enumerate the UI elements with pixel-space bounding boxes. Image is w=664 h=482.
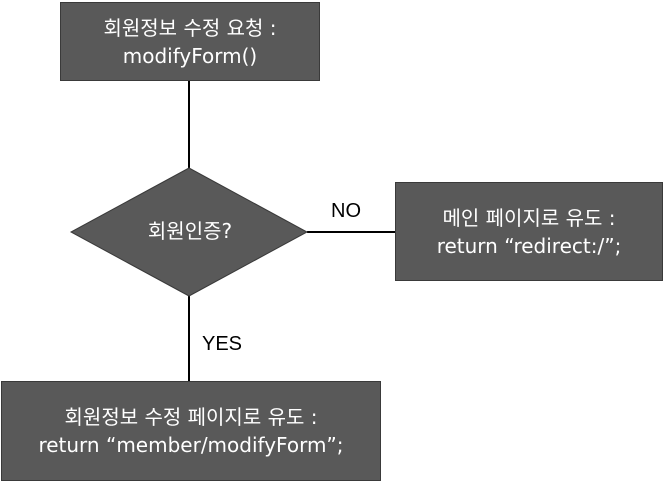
no-branch-line1: 메인 페이지로 유도 : — [442, 205, 616, 230]
yes-branch-line2: return “member/modifyForm”; — [38, 433, 344, 457]
connector-decision-to-no — [307, 231, 396, 233]
edge-label-no: NO — [331, 200, 361, 222]
connector-decision-to-yes — [188, 296, 190, 382]
yes-branch-line1: 회원정보 수정 페이지로 유도 : — [64, 405, 318, 429]
connector-start-to-decision — [188, 81, 190, 169]
yes-branch-node: 회원정보 수정 페이지로 유도 : return “member/modifyF… — [1, 381, 381, 481]
no-branch-node: 메인 페이지로 유도 : return “redirect:/”; — [395, 182, 663, 281]
edge-label-yes: YES — [202, 333, 243, 355]
start-node-line1: 회원정보 수정 요청 : — [103, 15, 277, 40]
no-branch-line2: return “redirect:/”; — [436, 233, 622, 258]
decision-label: 회원인증? — [147, 219, 233, 243]
start-node-line2: modifyForm() — [122, 43, 258, 68]
start-node: 회원정보 수정 요청 : modifyForm() — [60, 2, 320, 81]
